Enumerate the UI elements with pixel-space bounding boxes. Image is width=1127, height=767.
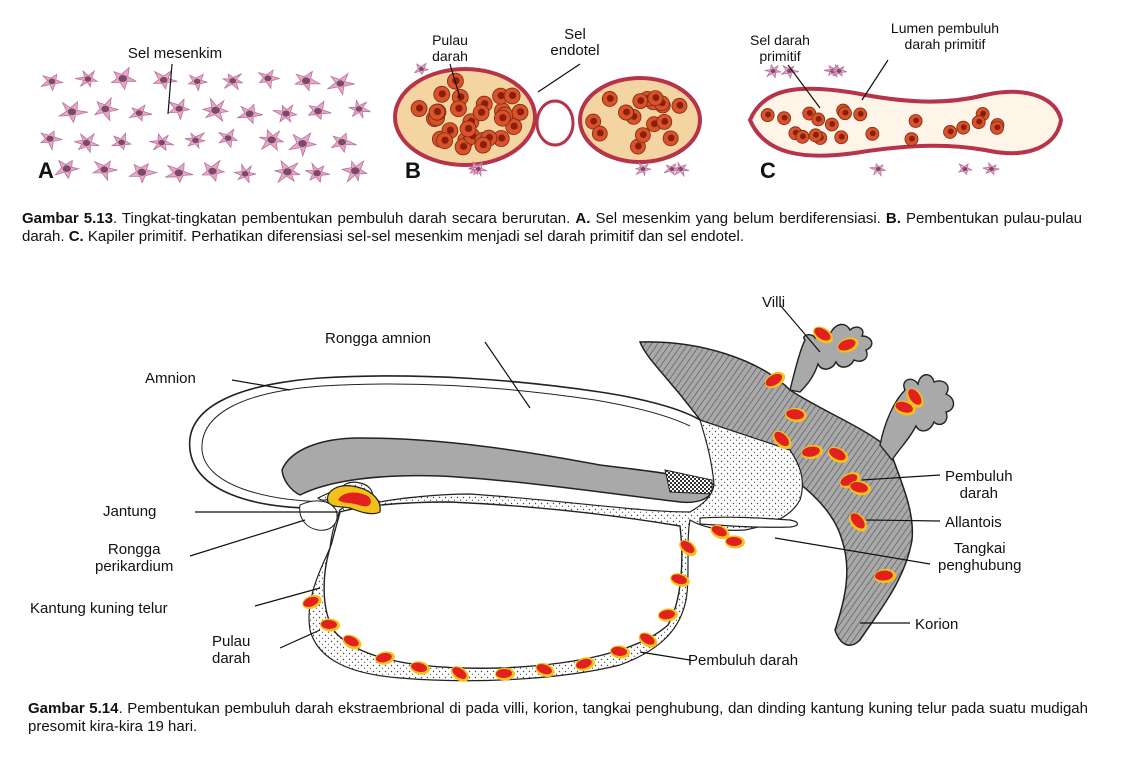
leaders-panel-b: [420, 60, 620, 120]
mesenchyme-cell: [74, 134, 99, 152]
caption-5-13-number: Gambar 5.13: [22, 210, 113, 227]
panel-letter-a: A: [38, 158, 54, 184]
blood-cell: [437, 133, 453, 149]
caption-5-14-number: Gambar 5.14: [28, 700, 119, 717]
mesenchyme-cell: [150, 134, 174, 150]
mesenchyme-cell: [983, 163, 1000, 175]
mesenchyme-cell: [259, 70, 279, 88]
caption-5-13-text: . Tingkat-tingkatan pembentukan pembuluh…: [113, 210, 575, 227]
label-sel-mesenkim: Sel mesenkim: [95, 46, 255, 62]
panel-letter-c: C: [760, 158, 776, 184]
label-pembuluh-darah-right: Pembuluh darah: [945, 468, 1013, 502]
label-tangkai-penghubung: Tangkai penghubung: [938, 540, 1021, 574]
primitive-blood-cell: [972, 116, 985, 129]
blood-cell: [633, 94, 648, 109]
mesenchyme-cell: [259, 130, 283, 150]
pericardial-cavity: [300, 501, 337, 530]
mesenchyme-cell: [93, 161, 117, 180]
mesenchyme-cell: [327, 74, 354, 95]
mesenchyme-cell: [235, 165, 257, 183]
mesenchyme-cell: [870, 164, 886, 176]
label-pembuluh-darah-bottom: Pembuluh darah: [688, 652, 798, 669]
label-kantung-kuning-telur: Kantung kuning telur: [30, 600, 168, 617]
label-rongga-amnion: Rongga amnion: [325, 330, 431, 347]
caption-5-13-c-key: C.: [69, 228, 84, 245]
mesenchyme-cell: [41, 74, 63, 90]
mesenchyme-cell: [289, 133, 316, 156]
mesenchyme-cell: [130, 105, 152, 121]
caption-5-13-c-text: Kapiler primitif. Perhatikan diferensias…: [84, 228, 744, 245]
label-allantois: Allantois: [945, 514, 1002, 531]
yolk-sac-cavity: [324, 502, 682, 668]
caption-gambar-5-13: Gambar 5.13. Tingkat-tingkatan pembentuk…: [22, 210, 1082, 246]
mesenchyme-cell: [112, 133, 131, 150]
mesenchyme-cell: [349, 100, 371, 118]
primitive-blood-cell: [835, 131, 848, 144]
mesenchyme-cell: [238, 104, 263, 123]
mesenchyme-cell: [636, 162, 651, 175]
label-pulau-darah: Pulau darah: [212, 633, 250, 667]
mesenchyme-cell: [332, 133, 357, 152]
primitive-blood-cell: [809, 129, 822, 142]
mesenchyme-cell: [59, 102, 88, 123]
label-villi: Villi: [762, 294, 785, 311]
primitive-blood-cell: [990, 121, 1003, 134]
leader-sel-mesenkim: [160, 62, 200, 122]
mesenchyme-cell: [95, 98, 119, 121]
caption-5-13-a-text: Sel mesenkim yang belum berdiferensiasi.: [590, 210, 886, 227]
blood-cell: [475, 137, 491, 153]
blood-cell: [663, 131, 678, 146]
caption-5-14-text: . Pembentukan pembuluh darah ekstraembri…: [28, 700, 1088, 735]
blood-cell: [592, 126, 607, 141]
label-korion: Korion: [915, 616, 958, 633]
caption-gambar-5-14: Gambar 5.14. Pembentukan pembuluh darah …: [28, 700, 1088, 736]
caption-5-13-a-key: A.: [575, 210, 590, 227]
blood-cell: [635, 128, 650, 143]
panel-letter-b: B: [405, 158, 421, 184]
mesenchyme-cell: [185, 133, 205, 148]
label-jantung: Jantung: [103, 503, 156, 520]
mesenchyme-cell: [202, 161, 224, 182]
caption-5-13-b-key: B.: [886, 210, 901, 227]
mesenchyme-cell: [41, 131, 62, 150]
mesenchyme-cell: [305, 163, 330, 182]
mesenchyme-cell: [55, 160, 78, 178]
label-rongga-perikardium: Rongga perikardium: [95, 541, 173, 575]
mesenchyme-cell: [165, 163, 193, 183]
mesenchyme-cell: [275, 161, 300, 182]
mesenchyme-cell: [342, 161, 367, 182]
mesenchyme-cell: [295, 71, 320, 90]
label-sel-endotel: Sel endotel: [530, 27, 620, 59]
prechordal-mark: [665, 470, 712, 494]
primitive-blood-cell: [796, 130, 809, 143]
mesenchyme-cell: [223, 74, 243, 90]
leaders-panel-c: [770, 60, 970, 130]
blood-cell: [460, 121, 476, 137]
blood-cell: [648, 91, 663, 106]
blood-cell: [619, 105, 634, 120]
blood-cell: [657, 114, 672, 129]
primitive-blood-cell: [905, 133, 918, 146]
mesenchyme-cell: [130, 164, 157, 183]
mesenchyme-cell: [75, 71, 97, 87]
mesenchyme-cell: [112, 68, 137, 90]
mesenchyme-cell: [273, 105, 297, 122]
mesenchyme-cell: [309, 101, 332, 119]
label-amnion: Amnion: [145, 370, 196, 387]
mesenchyme-cell: [203, 99, 228, 122]
mesenchyme-cell: [959, 164, 972, 175]
label-lumen-pembuluh: Lumen pembuluh darah primitif: [860, 20, 1030, 52]
mesenchyme-cell: [219, 129, 237, 147]
blood-cell: [672, 98, 687, 113]
